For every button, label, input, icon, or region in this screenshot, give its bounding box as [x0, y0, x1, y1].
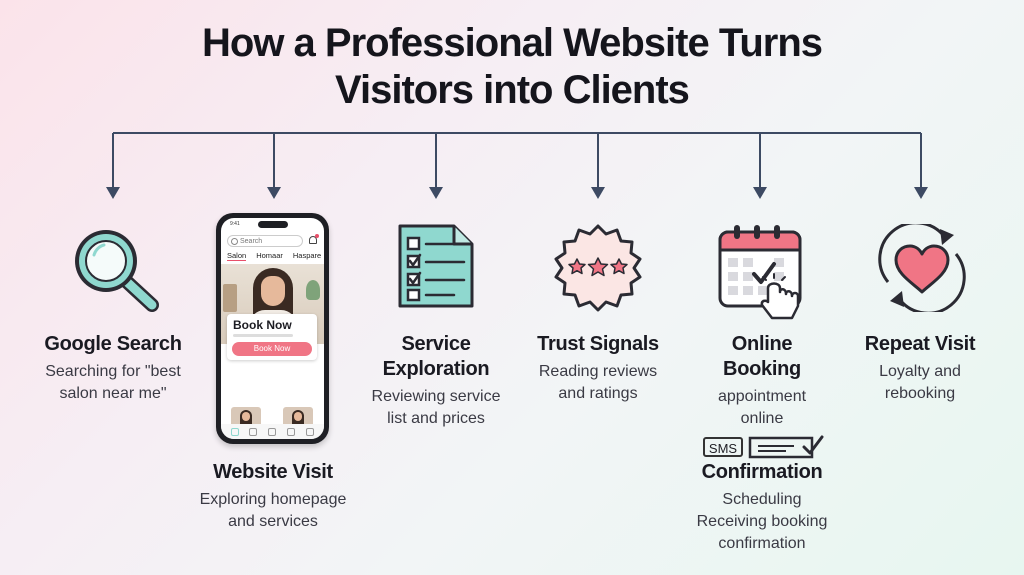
step-trust-signals: Trust Signals Reading reviews and rating… — [508, 332, 688, 405]
step-description-line: list and prices — [387, 410, 485, 427]
phone-tab-bar — [221, 424, 324, 439]
magnifier-icon — [75, 230, 159, 312]
step-description-line: and ratings — [558, 385, 638, 402]
step-description-line: Searching for "best — [45, 363, 181, 380]
step-description: Scheduling Receiving booking confirmatio… — [672, 489, 852, 555]
sms-label: SMS — [708, 441, 738, 456]
step-title-line: Online — [731, 333, 793, 355]
message-check-icon — [748, 435, 824, 459]
step-google-search: Google Search Searching for "best salon … — [23, 332, 203, 405]
step-description: Reviewing service list and prices — [346, 386, 526, 430]
step-description: appointment online — [672, 386, 852, 430]
step-description: Reading reviews and ratings — [508, 361, 688, 405]
step-title: Trust Signals — [537, 333, 659, 355]
phone-booking-card: Book Now Book Now — [227, 314, 317, 360]
phone-card-title: Book Now — [233, 318, 292, 332]
notification-dot — [315, 234, 319, 238]
phone-book-now-button: Book Now — [232, 342, 312, 356]
title-line-2: Visitors into Clients — [335, 68, 690, 112]
step-description-line: and services — [228, 513, 318, 530]
step-description-line: Scheduling — [722, 491, 802, 508]
phone-tab: Haspare — [292, 251, 322, 260]
step-service-exploration: Service Exploration Reviewing service li… — [346, 332, 526, 430]
title-line-1: How a Professional Website Turns — [202, 21, 823, 65]
step-website-visit: Website Visit Exploring homepage and ser… — [183, 460, 363, 533]
step-title: Service Exploration — [346, 332, 526, 382]
page-title: How a Professional Website Turns Visitor… — [0, 20, 1024, 114]
step-repeat-visit: Repeat Visit Loyalty and rebooking — [830, 332, 1010, 405]
step-description-line: salon near me" — [59, 385, 167, 402]
step-title-line: Booking — [723, 358, 801, 380]
step-title: Website Visit — [213, 461, 333, 483]
step-title: Google Search — [44, 333, 182, 355]
checklist-icon — [398, 224, 474, 308]
calendar-click-icon — [718, 225, 802, 320]
sms-icon: SMS — [703, 437, 743, 457]
step-description-line: Reviewing service — [371, 388, 501, 405]
phone-time: 9:41 — [230, 221, 240, 227]
phone-tab: Homaar — [256, 251, 283, 260]
phone-nav-tabs: Salon Homaar Haspare — [227, 251, 321, 261]
phone-thumbnail — [283, 407, 313, 427]
step-title: Confirmation — [701, 461, 823, 483]
phone-notch — [258, 221, 288, 228]
step-description-line: online — [740, 410, 784, 427]
phone-screen: 9:41 Search Salon Homaar Haspare Book No… — [221, 218, 324, 439]
step-description: Searching for "best salon near me" — [23, 361, 203, 405]
bell-icon — [309, 236, 317, 244]
phone-search-placeholder: Search — [240, 238, 263, 245]
step-description-line: Exploring homepage — [199, 491, 347, 508]
step-description: Exploring homepage and services — [183, 489, 363, 533]
step-description-line: Loyalty and — [879, 363, 961, 380]
step-confirmation: Confirmation Scheduling Receiving bookin… — [672, 460, 852, 555]
step-title-line: Exploration — [382, 358, 490, 380]
step-description-line: rebooking — [884, 385, 956, 402]
step-description-line: appointment — [717, 388, 807, 405]
step-title: Online Booking — [672, 332, 852, 382]
step-description: Loyalty and rebooking — [830, 361, 1010, 405]
step-online-booking: Online Booking appointment online — [672, 332, 852, 430]
heart-cycle-icon — [878, 224, 966, 312]
phone-search-bar: Search — [227, 235, 303, 247]
step-description-line: confirmation — [718, 535, 806, 552]
phone-thumbnail — [231, 407, 261, 427]
step-description-line: Reading reviews — [538, 363, 658, 380]
smartphone-icon: 9:41 Search Salon Homaar Haspare Book No… — [216, 213, 329, 444]
step-title: Repeat Visit — [864, 333, 976, 355]
search-icon — [231, 238, 238, 245]
step-description-line: Receiving booking — [696, 513, 828, 530]
phone-tab: Salon — [227, 251, 247, 261]
step-title-line: Service — [401, 333, 471, 355]
star-badge-icon — [554, 224, 642, 312]
